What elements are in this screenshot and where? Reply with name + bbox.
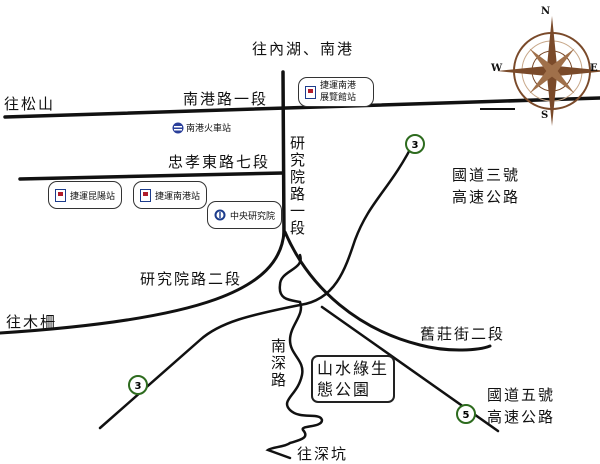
label-nangang-road: 南港路一段 (183, 90, 269, 108)
station-label: 捷運昆陽站 (70, 191, 116, 202)
freeway-3 (98, 138, 417, 430)
yanjiuyuan-road-sec1 (281, 70, 286, 237)
station-mrt-nangang-expo[interactable]: 捷運南港 展覽館站 (298, 77, 374, 107)
freeway-5-shield-icon: 5 (456, 404, 476, 424)
label-yanjiuyuan-road-sec1: 研究院路一段 (288, 135, 306, 237)
label-to-songshan: 往松山 (4, 95, 56, 113)
freeway-3-shield-icon-south: 3 (128, 375, 148, 395)
freeway-3-shield-icon: 3 (405, 134, 425, 154)
station-label-line1: 捷運南港 (320, 81, 357, 91)
yanjiuyuan-road-sec2 (0, 230, 286, 335)
label-jiuzhuang-street: 舊莊街二段 (420, 325, 506, 343)
compass-rose-icon (497, 16, 600, 126)
label-to-neihu-nangang: 往內湖、南港 (252, 40, 355, 58)
label-zhongxiao-road: 忠孝東路七段 (168, 153, 271, 171)
railway-icon (172, 122, 184, 133)
station-nangang-train[interactable]: 南港火車站 (172, 121, 231, 134)
station-label: 中央研究院 (230, 211, 276, 222)
poi-shanshui-eco-park[interactable]: 山水綠生 態公園 (311, 355, 396, 403)
freeway-3-shield-number: 3 (412, 140, 419, 151)
station-label: 南港火車站 (186, 124, 232, 134)
station-mrt-nangang[interactable]: 捷運南港站 (133, 181, 208, 209)
nanshen-road (265, 253, 324, 460)
label-yanjiuyuan-road-sec2: 研究院路二段 (140, 270, 243, 288)
zhongxiao-road (18, 171, 285, 181)
freeway-3-line1: 國道三號 (452, 166, 521, 184)
mrt-icon (140, 188, 151, 202)
poi-academia-sinica[interactable]: 中央研究院 (207, 201, 283, 229)
freeway-3-shield-number-south: 3 (135, 381, 142, 392)
nangang-road (3, 96, 600, 119)
jiuzhuang-street (283, 230, 492, 352)
station-label: 捷運南港 展覽館站 (320, 80, 356, 104)
freeway-3-line2: 高速公路 (452, 188, 521, 206)
label-to-muzha: 往木柵 (6, 313, 58, 331)
park-label-line1: 山水綠生 (317, 359, 390, 378)
freeway-5-line2: 高速公路 (487, 408, 556, 426)
station-mrt-kunyang[interactable]: 捷運昆陽站 (48, 181, 123, 209)
compass-w: W (491, 63, 505, 74)
station-label-line2: 展覽館站 (320, 93, 357, 103)
mrt-icon (55, 188, 66, 202)
label-freeway-5: 國道五號 高速公路 (487, 384, 555, 428)
label-to-shenkeng: 往深坑 (297, 445, 349, 463)
label-freeway-3: 國道三號 高速公路 (452, 164, 520, 208)
academia-sinica-logo-icon (214, 209, 226, 221)
station-label: 捷運南港站 (155, 191, 201, 202)
freeway-5-shield-number: 5 (463, 410, 470, 421)
mrt-icon (305, 85, 316, 99)
compass-s: S (541, 110, 551, 121)
compass-n: N (541, 6, 553, 17)
freeway-5-line1: 國道五號 (487, 386, 556, 404)
park-label-line2: 態公園 (317, 380, 372, 399)
compass-e: E (590, 63, 600, 74)
label-nanshen-road: 南深路 (269, 338, 287, 389)
